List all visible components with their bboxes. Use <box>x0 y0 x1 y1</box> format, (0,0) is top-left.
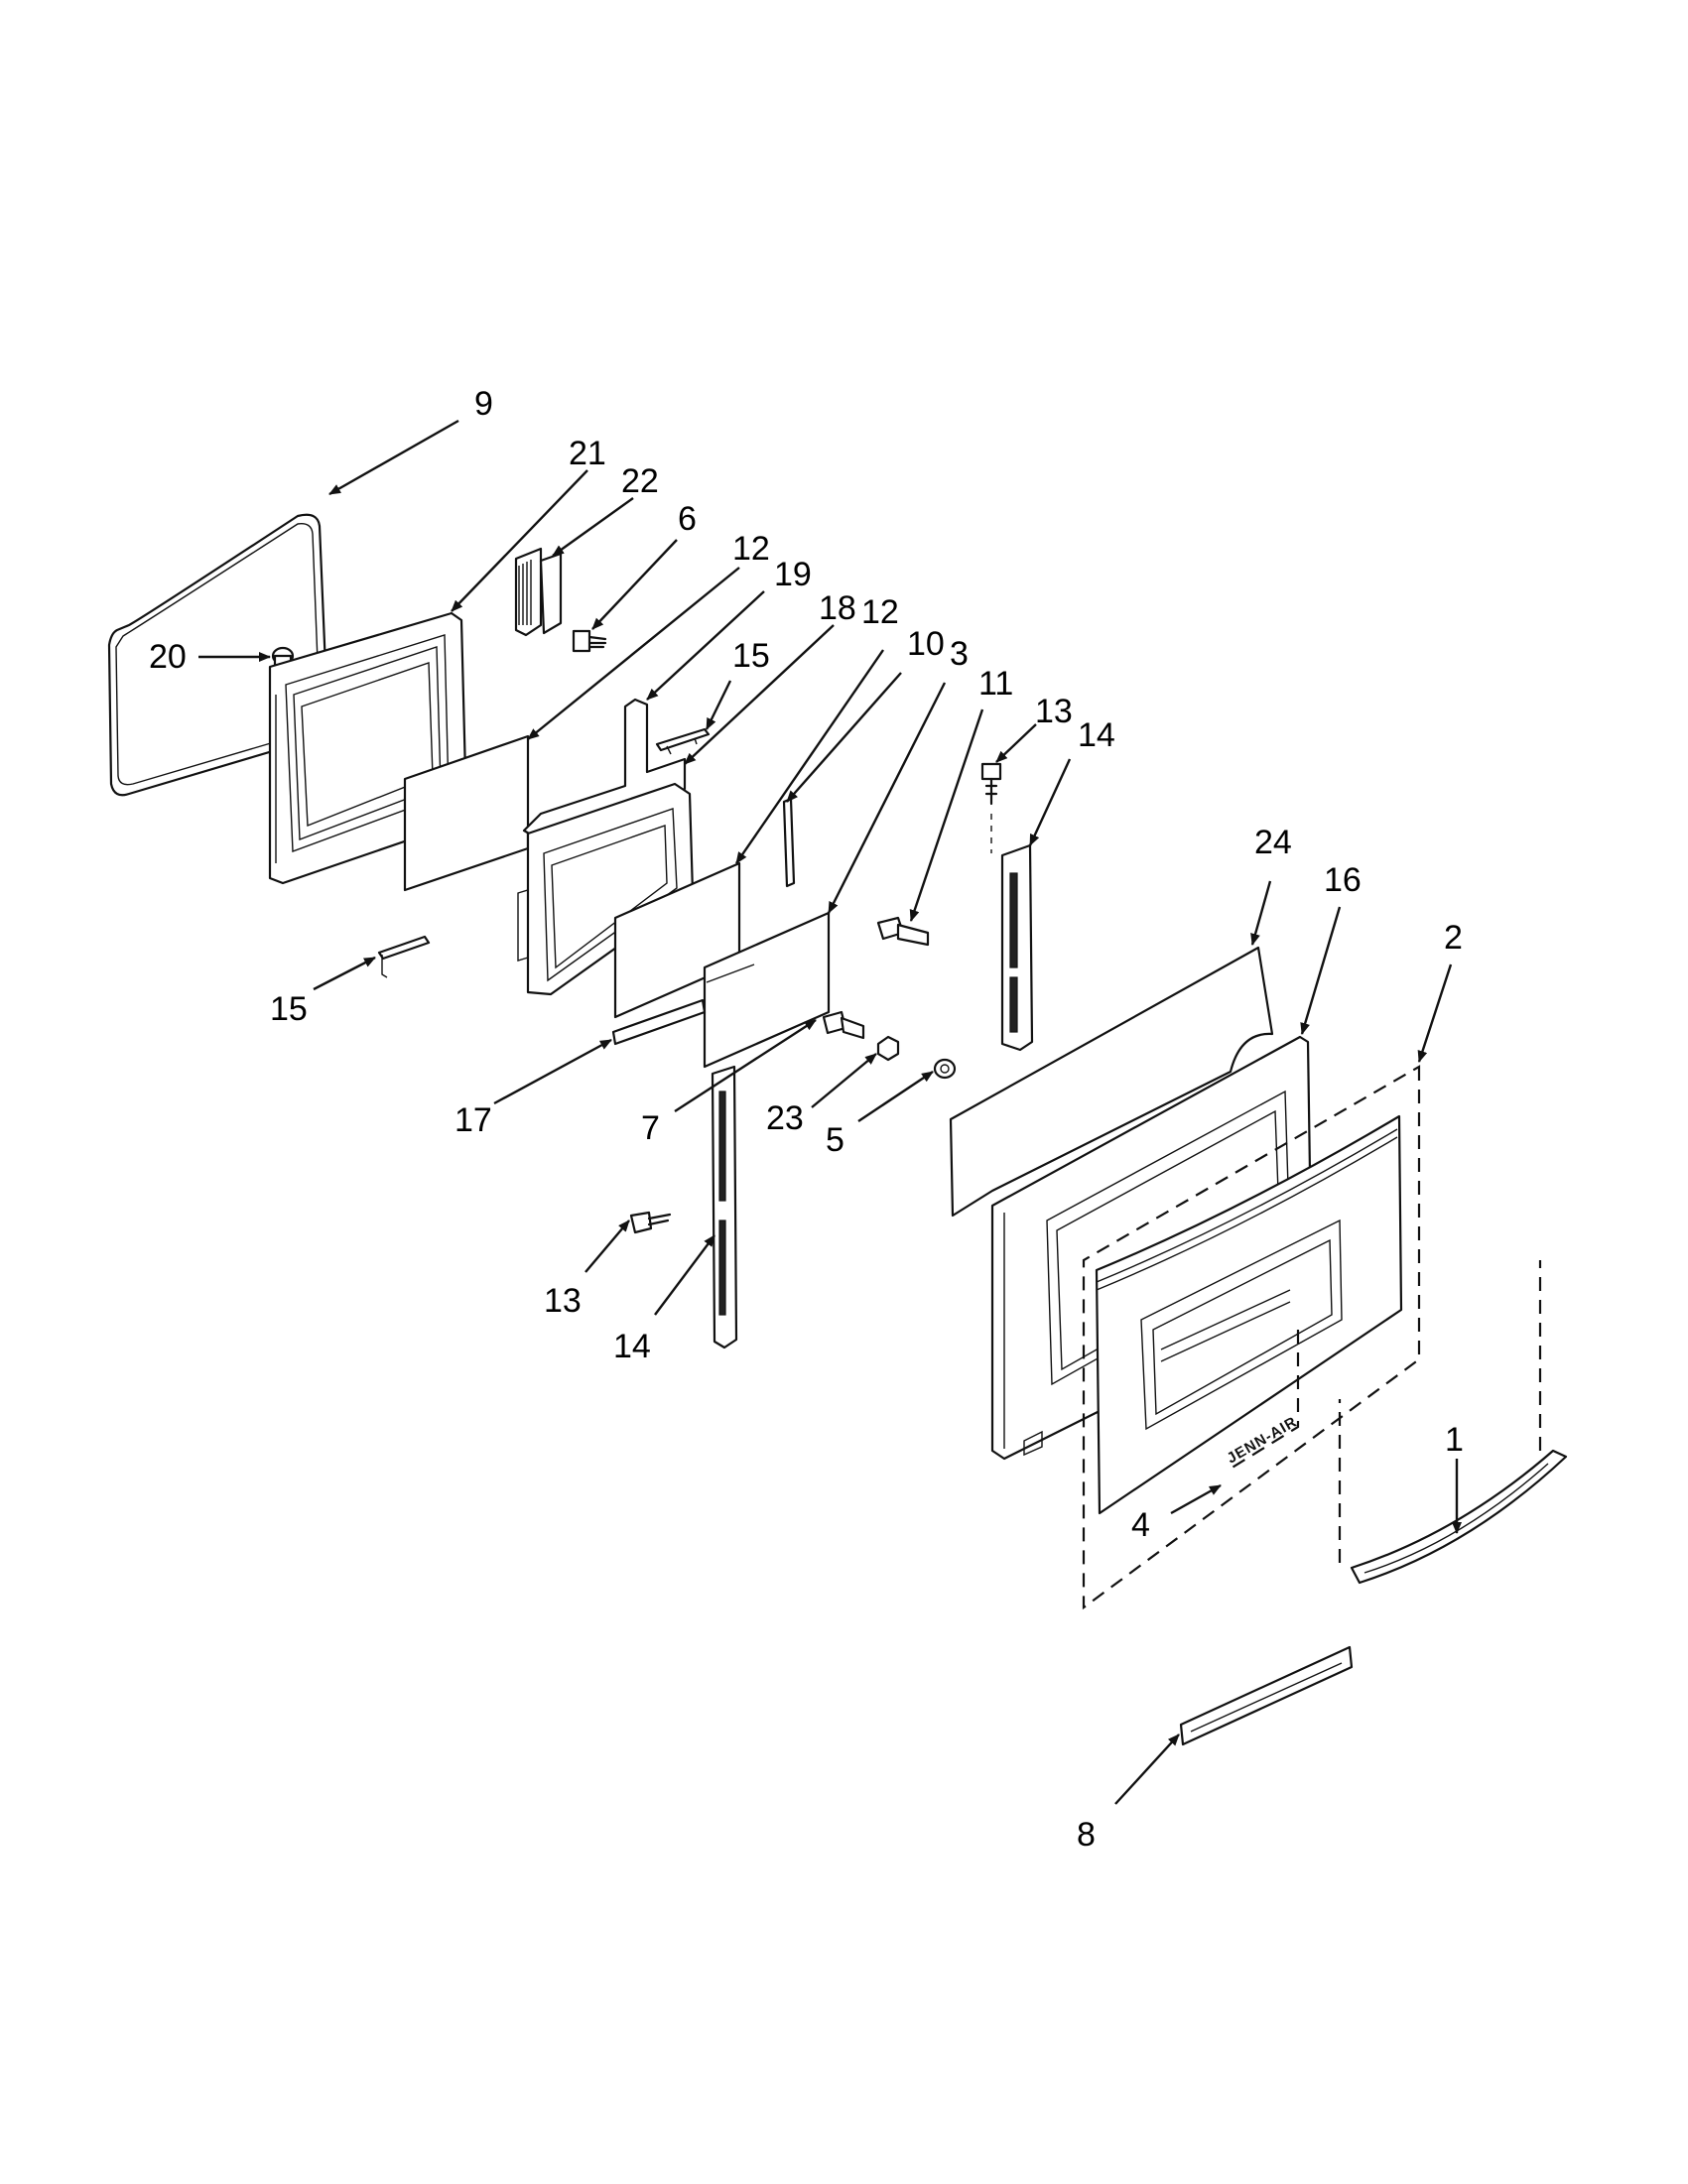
callout-19: 19 <box>774 556 812 593</box>
callout-10: 10 <box>907 625 945 663</box>
callout-13-lower: 13 <box>544 1282 582 1320</box>
part-23-nut <box>876 1035 900 1062</box>
callout-17: 17 <box>454 1101 492 1139</box>
part-22-hinge-clip <box>514 547 563 637</box>
callout-3: 3 <box>950 635 969 673</box>
callout-22: 22 <box>621 462 659 500</box>
part-4-dashed-region <box>1230 1330 1300 1470</box>
callout-4: 4 <box>1131 1506 1150 1544</box>
part-2-door-assembly-outline <box>1082 1065 1421 1610</box>
callout-8: 8 <box>1077 1816 1096 1854</box>
part-14-side-bracket-upper <box>1000 843 1034 1052</box>
part-6-screw <box>572 629 607 653</box>
part-8-bottom-trim <box>1179 1645 1354 1746</box>
part-15-clip-lower <box>377 935 431 978</box>
part-20-plug <box>271 646 295 668</box>
part-5-washer <box>933 1058 957 1080</box>
part-14-side-bracket-lower <box>711 1065 738 1349</box>
callout-12-mid: 12 <box>861 593 899 631</box>
callout-5: 5 <box>826 1121 844 1159</box>
part-10-strip <box>782 797 796 888</box>
callout-20: 20 <box>149 638 187 676</box>
part-11-screw <box>876 916 930 947</box>
callout-13-upper: 13 <box>1035 693 1073 730</box>
callout-23: 23 <box>766 1099 804 1137</box>
callout-11: 11 <box>978 665 1013 703</box>
callout-12-left: 12 <box>732 530 770 568</box>
callout-14-lower: 14 <box>613 1328 651 1365</box>
part-13-screw-lower <box>629 1211 672 1234</box>
callout-labels: 9 21 22 6 12 19 18 12 10 3 11 13 14 15 2… <box>149 385 1464 1854</box>
part-3-glass <box>703 911 831 1069</box>
callout-2: 2 <box>1444 919 1463 957</box>
callout-14-upper: 14 <box>1078 716 1115 754</box>
part-7-screw <box>822 1010 865 1040</box>
part-1-door-handle <box>1338 1260 1568 1585</box>
callout-18: 18 <box>819 589 856 627</box>
callout-7: 7 <box>641 1109 660 1147</box>
callout-9: 9 <box>474 385 493 423</box>
callout-15-upper: 15 <box>732 637 770 675</box>
part-24-insulation-sheet <box>949 946 1274 1218</box>
callout-24: 24 <box>1254 824 1292 861</box>
leader-lines <box>198 419 1462 1805</box>
part-19-insulation <box>522 698 687 842</box>
part-13-screw-upper <box>980 762 1002 853</box>
callout-6: 6 <box>678 500 697 538</box>
callout-21: 21 <box>569 435 606 472</box>
part-17-bottom-strip <box>611 998 707 1046</box>
callout-16: 16 <box>1324 861 1362 899</box>
callout-1: 1 <box>1445 1421 1464 1459</box>
part-15-clip-upper <box>655 727 711 755</box>
callout-15-lower: 15 <box>270 990 308 1028</box>
